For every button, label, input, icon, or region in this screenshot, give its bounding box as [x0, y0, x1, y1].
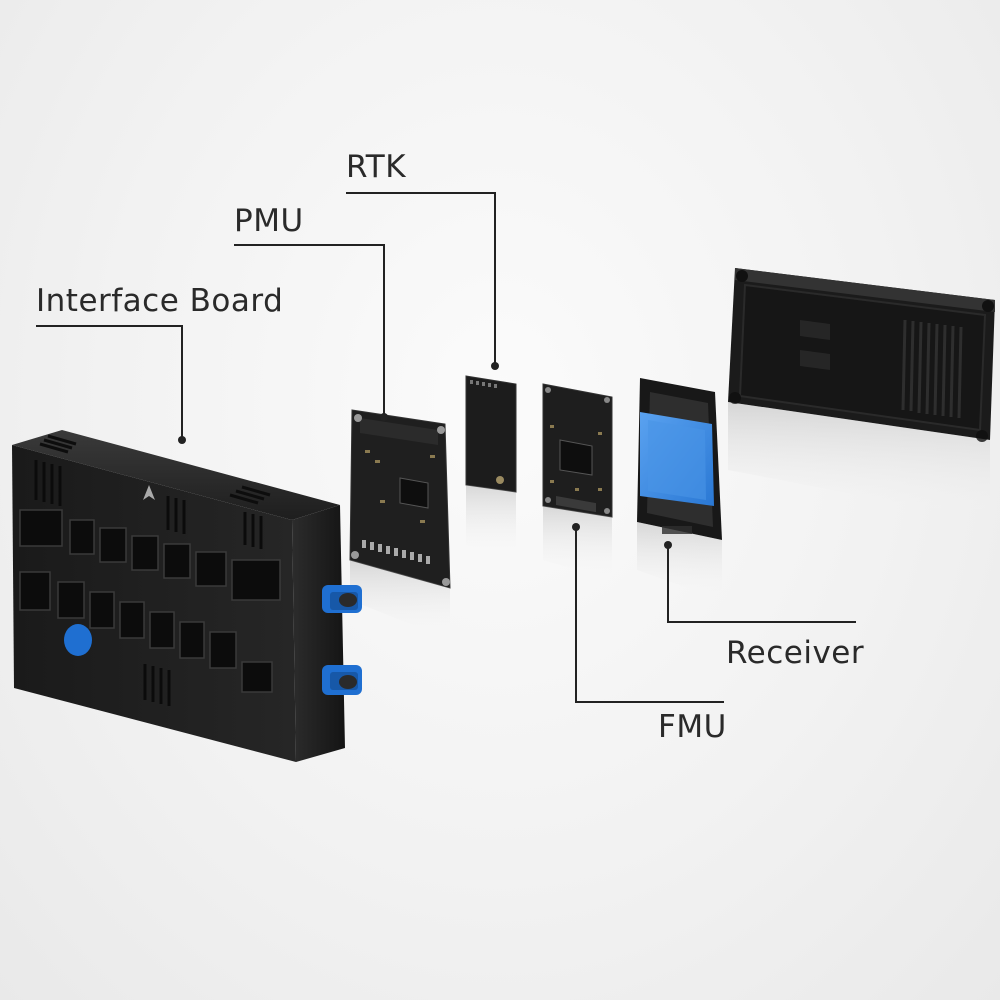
leader-line-rtk — [346, 192, 496, 366]
label-interface-board: Interface Board — [36, 283, 284, 319]
leader-dot-pmu — [380, 413, 388, 421]
pmu-board — [349, 409, 451, 640]
leader-dot-rtk — [491, 362, 499, 370]
label-pmu: PMU — [234, 203, 304, 239]
blue-button-icon — [64, 624, 92, 656]
leader-dot-interface-board — [178, 436, 186, 444]
leader-dot-receiver — [664, 541, 672, 549]
back-cover — [728, 268, 995, 520]
fmu-board — [542, 383, 613, 580]
interface-board-housing — [12, 430, 362, 762]
label-receiver: Receiver — [726, 635, 865, 671]
leader-dot-fmu — [572, 523, 580, 531]
coax-connector-top — [322, 585, 362, 613]
leader-line-pmu — [234, 244, 385, 417]
rtk-board — [465, 375, 517, 560]
label-fmu: FMU — [658, 709, 727, 745]
coax-connector-bottom — [322, 665, 362, 695]
leader-line-receiver — [667, 545, 856, 623]
leader-line-interface-board — [36, 325, 183, 440]
leader-line-fmu — [575, 527, 724, 703]
receiver-module — [637, 378, 722, 600]
leader-lines — [36, 192, 856, 703]
label-rtk: RTK — [346, 149, 407, 185]
